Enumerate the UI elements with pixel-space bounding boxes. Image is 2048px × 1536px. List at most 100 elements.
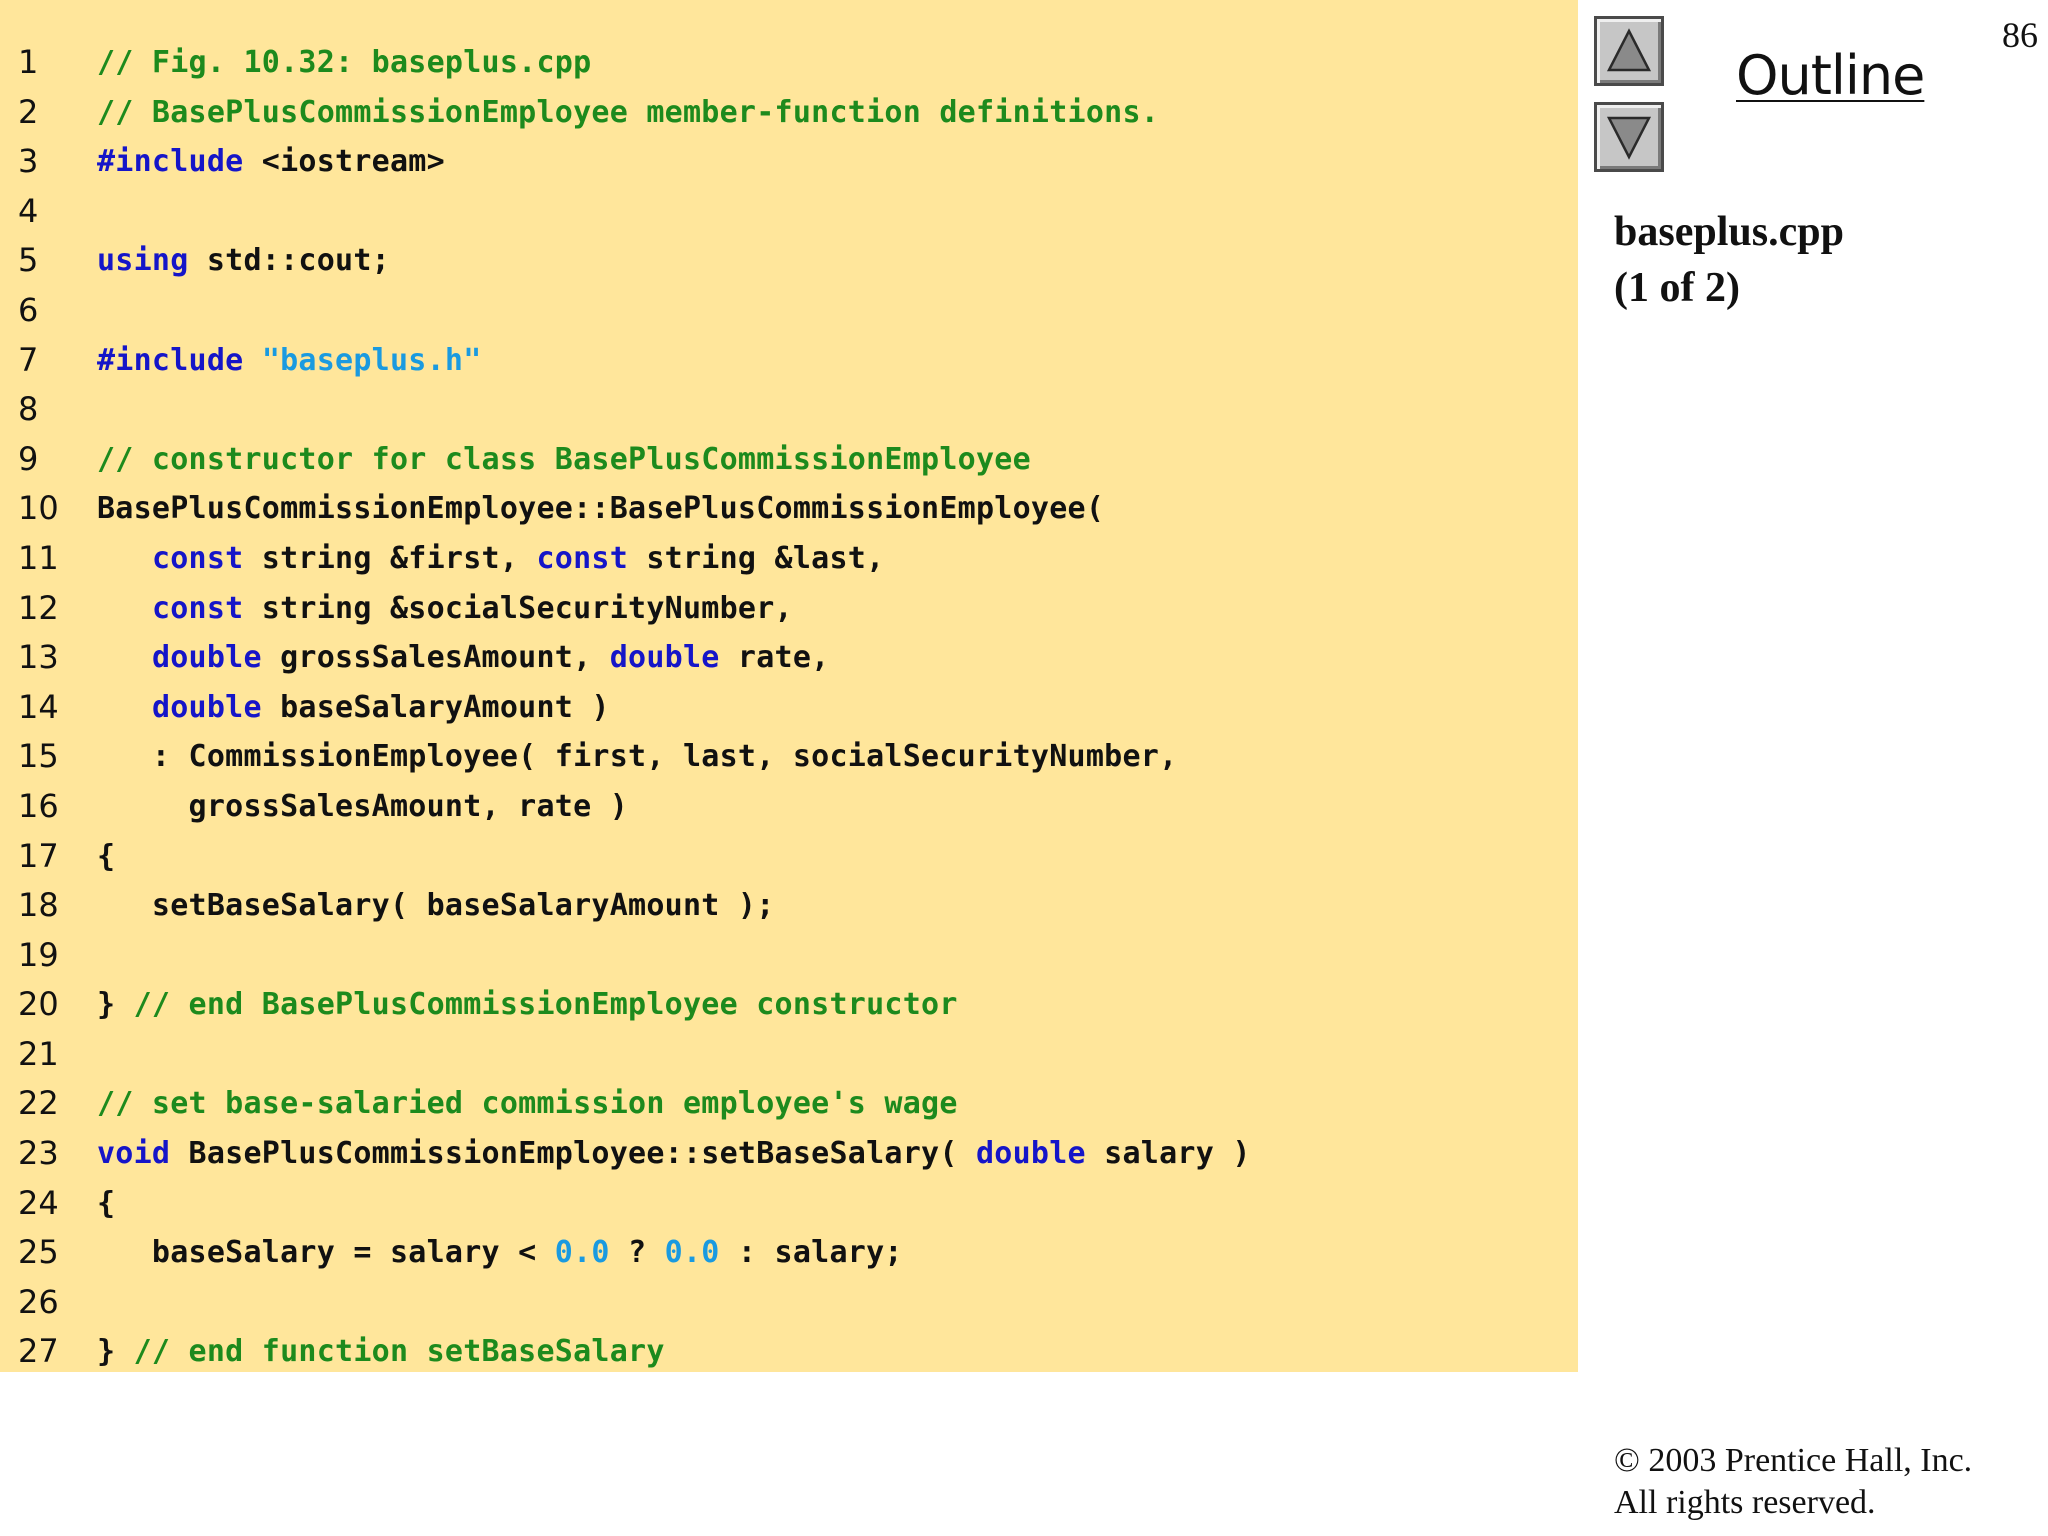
code-line: 21 — [0, 1030, 1578, 1080]
code-token-plain — [244, 343, 262, 378]
line-number: 14 — [18, 687, 59, 726]
previous-slide-button[interactable] — [1594, 16, 1664, 86]
code-line: 9 // constructor for class BasePlusCommis… — [0, 435, 1578, 485]
line-number: 22 — [18, 1084, 59, 1123]
code-line: 25 baseSalary = salary < 0.0 ? 0.0 : sal… — [0, 1228, 1578, 1278]
code-line: 22 // set base-salaried commission employ… — [0, 1079, 1578, 1129]
line-number: 19 — [18, 935, 59, 974]
code-token-comment: // end function setBaseSalary — [133, 1334, 665, 1370]
code-line: 5 using std::cout; — [0, 236, 1578, 286]
line-code: const string &first, const string &last, — [97, 534, 884, 584]
code-token-keyword: #include — [97, 144, 244, 180]
line-code: double baseSalaryAmount ) — [97, 683, 610, 733]
line-number: 16 — [18, 786, 59, 825]
line-number: 17 — [18, 836, 59, 875]
line-number: 20 — [18, 985, 59, 1024]
line-code: double grossSalesAmount, double rate, — [97, 633, 829, 683]
line-number: 12 — [18, 588, 59, 627]
line-number: 2 — [18, 92, 39, 131]
code-line: 13 double grossSalesAmount, double rate, — [0, 633, 1578, 683]
line-number: 3 — [18, 142, 39, 181]
line-number: 21 — [18, 1034, 59, 1073]
line-code: const string &socialSecurityNumber, — [97, 584, 793, 634]
code-token-plain — [97, 541, 152, 576]
up-triangle-icon — [1606, 28, 1652, 72]
code-line: 19 — [0, 931, 1578, 981]
code-token-keyword: double — [975, 1136, 1086, 1172]
code-panel: 1// Fig. 10.32: baseplus.cpp 2 // BasePlus… — [0, 0, 1578, 1372]
code-line: 3 #include <iostream> — [0, 137, 1578, 187]
code-listing: 1// Fig. 10.32: baseplus.cpp 2 // BasePlus… — [0, 38, 1578, 1377]
code-line: 12 const string &socialSecurityNumber, — [0, 584, 1578, 634]
line-number: 4 — [18, 191, 39, 230]
code-token-plain: grossSalesAmount, — [261, 640, 610, 676]
code-token-plain: std::cout; — [188, 243, 390, 279]
code-token-plain: : salary; — [719, 1235, 903, 1271]
code-line: 18 setBaseSalary( baseSalaryAmount ); — [0, 881, 1578, 931]
code-token-comment: // Fig. 10.32: baseplus.cpp — [97, 45, 592, 80]
line-code: baseSalary = salary < 0.0 ? 0.0 : salary… — [97, 1228, 903, 1278]
line-code: // set base-salaried commission employee… — [97, 1079, 958, 1129]
code-token-keyword: const — [536, 540, 629, 576]
code-line: 17 { — [0, 832, 1578, 882]
code-token-keyword: double — [609, 640, 720, 676]
code-token-comment: // BasePlusCommissionEmployee member-fun… — [97, 94, 1160, 130]
code-line: 2 // BasePlusCommissionEmployee member-fu… — [0, 88, 1578, 138]
line-number: 26 — [18, 1282, 59, 1321]
code-token-plain: string &last, — [628, 540, 885, 576]
code-token-keyword: const — [151, 540, 244, 576]
line-number: 18 — [18, 886, 59, 925]
code-line: 8 — [0, 385, 1578, 435]
line-number: 10 — [18, 489, 59, 528]
code-line: 15 : CommissionEmployee( first, last, so… — [0, 732, 1578, 782]
line-number: 24 — [18, 1183, 59, 1222]
code-token-keyword: double — [151, 640, 262, 676]
line-number: 25 — [18, 1233, 59, 1272]
next-slide-button[interactable] — [1594, 102, 1664, 172]
code-token-plain: ? — [609, 1235, 665, 1271]
code-line: 1// Fig. 10.32: baseplus.cpp — [0, 38, 1578, 88]
line-code: // constructor for class BasePlusCommiss… — [97, 435, 1031, 485]
line-number: 13 — [18, 638, 59, 677]
code-token-number: 0.0 — [554, 1235, 610, 1271]
code-token-plain: { — [97, 838, 116, 874]
line-number: 9 — [18, 439, 39, 478]
line-code: void BasePlusCommissionEmployee::setBase… — [97, 1129, 1251, 1179]
down-triangle-icon — [1606, 116, 1652, 160]
code-line: 24 { — [0, 1179, 1578, 1229]
line-code: } // end BasePlusCommissionEmployee cons… — [97, 980, 958, 1030]
copyright-line: © 2003 Prentice Hall, Inc. — [1614, 1442, 1973, 1479]
code-line: 27} // end function setBaseSalary — [0, 1327, 1578, 1377]
code-token-plain: baseSalary = salary < — [97, 1235, 555, 1271]
line-number: 27 — [18, 1332, 59, 1371]
code-token-keyword: const — [151, 590, 244, 626]
line-code: { — [97, 832, 115, 882]
code-token-plain: grossSalesAmount, rate ) — [97, 788, 629, 824]
code-line: 16 grossSalesAmount, rate ) — [0, 782, 1578, 832]
line-number: 5 — [18, 241, 39, 280]
outline-link[interactable]: Outline — [1736, 44, 1925, 107]
line-number: 6 — [18, 290, 39, 329]
line-number: 8 — [18, 390, 39, 429]
line-code: { — [97, 1179, 115, 1229]
code-token-plain: rate, — [719, 640, 830, 676]
code-token-plain: { — [97, 1185, 116, 1221]
line-number: 15 — [18, 737, 59, 776]
line-code: } // end function setBaseSalary — [97, 1327, 665, 1377]
code-token-keyword: void — [97, 1136, 171, 1172]
code-token-plain — [97, 640, 152, 675]
code-line: 4 — [0, 187, 1578, 237]
code-token-plain: <iostream> — [243, 144, 445, 180]
code-token-comment: // end BasePlusCommissionEmployee constr… — [133, 987, 958, 1023]
file-label: baseplus.cpp (1 of 2) — [1614, 204, 1844, 316]
code-token-plain: } — [97, 987, 134, 1023]
line-number: 7 — [18, 340, 39, 379]
code-token-plain: } — [97, 1334, 134, 1370]
file-part: (1 of 2) — [1614, 265, 1740, 311]
code-token-keyword: using — [97, 243, 189, 279]
line-code: : CommissionEmployee( first, last, socia… — [97, 732, 1177, 782]
code-token-plain: BasePlusCommissionEmployee::setBaseSalar… — [170, 1136, 976, 1172]
code-line: 20} // end BasePlusCommissionEmployee co… — [0, 980, 1578, 1030]
